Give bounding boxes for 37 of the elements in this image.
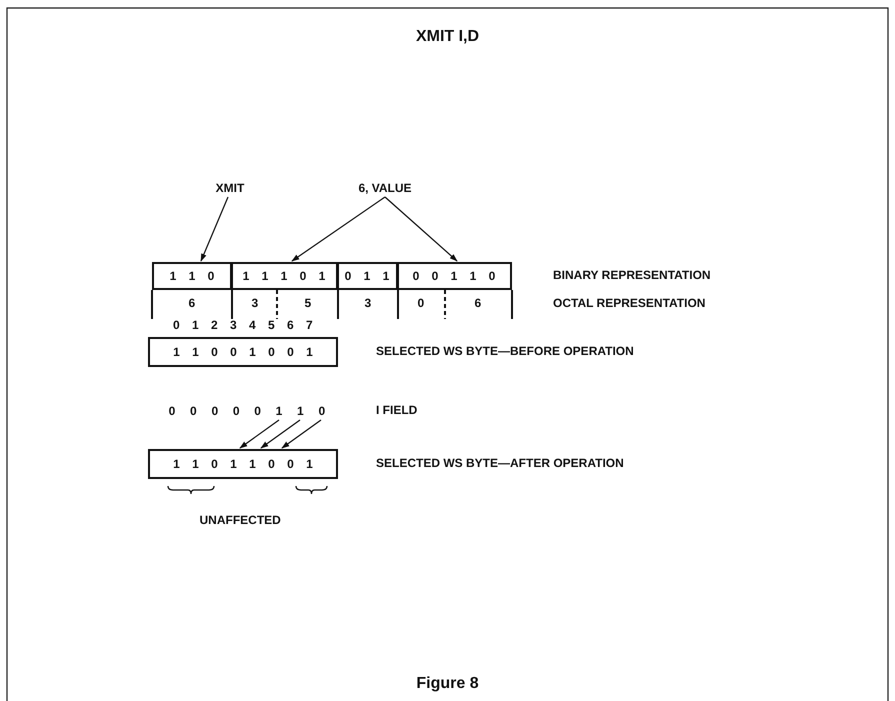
bit-digit: 1: [272, 403, 286, 419]
bit-field-segment: 1 1 1 0 1: [232, 262, 338, 290]
octal-digit: 3: [252, 296, 258, 310]
arrow: [239, 420, 280, 448]
octal-digit: 6: [188, 296, 196, 310]
bit-field-segment: 0 1 1: [338, 262, 398, 290]
field-label: 6, VALUE: [345, 180, 425, 196]
row-label: SELECTED WS BYTE—BEFORE OPERATION: [376, 344, 634, 358]
bit-digit: 0: [208, 403, 222, 419]
bit-digit: 0: [165, 403, 179, 419]
row-label: SELECTED WS BYTE—AFTER OPERATION: [376, 456, 624, 470]
arrow: [291, 196, 386, 262]
arrow: [260, 420, 300, 448]
bit-field-segment: 0 0 1 1 0: [398, 262, 512, 290]
bit-field-segment: 1 1 0: [152, 262, 232, 290]
bit-digit: 0: [250, 403, 265, 419]
bit-digit: 1: [293, 403, 308, 419]
octal-digit: 0: [418, 296, 424, 310]
arrow: [281, 420, 322, 448]
bit-index-row: 0 1 2 3 4 5 6 7: [173, 318, 313, 332]
octal-digit: 5: [304, 296, 312, 310]
bit-digit: 0: [186, 403, 200, 419]
register-byte-box: 1 1 0 0 1 0 0 1: [148, 337, 338, 367]
octal-digit: 6: [474, 296, 482, 310]
figure-caption: Figure 8: [415, 675, 480, 693]
arrow: [384, 196, 458, 262]
brace-label: UNAFFECTED: [200, 513, 281, 527]
figure-title: XMIT I,D: [414, 28, 480, 46]
bit-digit: 0: [314, 403, 329, 419]
register-byte-box: 1 1 0 1 1 0 0 1: [148, 449, 338, 479]
row-label: I FIELD: [376, 403, 418, 417]
field-label: XMIT: [205, 180, 255, 196]
bit-digit: 0: [229, 403, 244, 419]
octal-digit: 3: [364, 296, 372, 310]
row-label: OCTAL REPRESENTATION: [553, 296, 706, 310]
row-label: BINARY REPRESENTATION: [553, 268, 711, 282]
arrow: [200, 196, 229, 262]
